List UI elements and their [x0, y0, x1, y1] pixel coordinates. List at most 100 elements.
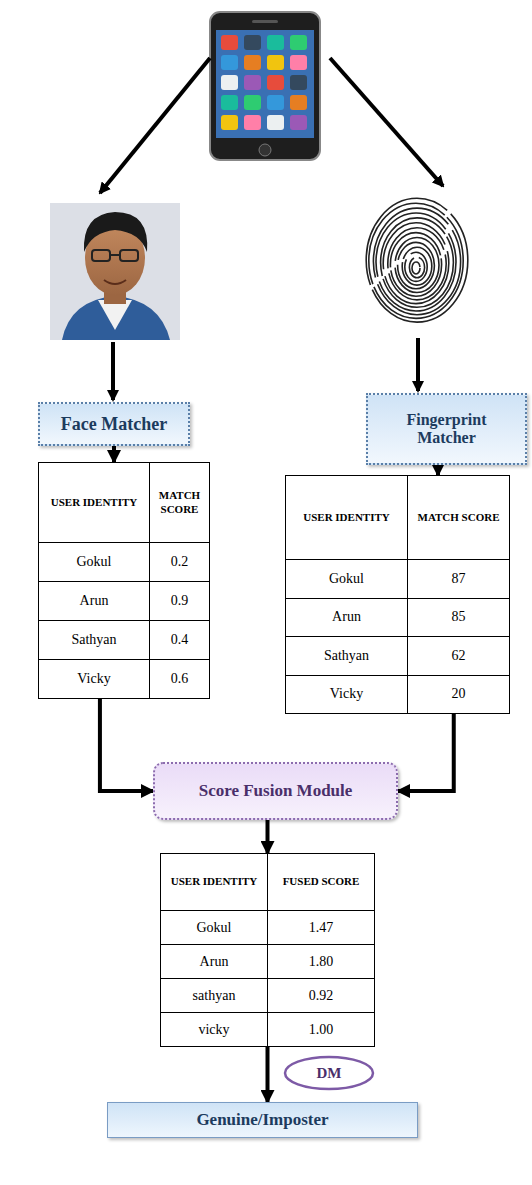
table-cell: Gokul [161, 911, 268, 945]
label-text: Arun [332, 609, 361, 624]
app-icon [290, 35, 307, 50]
label-text: Genuine/Imposter [196, 1110, 328, 1130]
decision-ellipse: DM [283, 1055, 375, 1091]
label-text: Arun [80, 593, 109, 608]
table-cell: Arun [286, 598, 408, 637]
app-icon [267, 95, 284, 110]
table-cell: 0.4 [150, 621, 210, 660]
table-grid: USER IDENTITY FUSED SCORE Gokul 1.47Arun 1.8… [160, 853, 375, 1047]
connector-arrow [266, 1046, 270, 1102]
label-text: MATCH SCORE [418, 511, 500, 523]
table-cell: USER IDENTITY [39, 463, 150, 543]
arrow [111, 342, 115, 400]
label-text: Gokul [329, 571, 364, 586]
phone-illustration [210, 12, 320, 160]
table-cell: 0.6 [150, 660, 210, 699]
table-cell: MATCH SCORE [408, 476, 510, 560]
app-icon [267, 35, 284, 50]
app-icon [267, 115, 284, 130]
app-icon [290, 115, 307, 130]
score-table: USER IDENTITY MATCH SCOREGokul 0.2Arun 0.9S… [38, 462, 210, 698]
label-text: 62 [452, 648, 466, 663]
table-cell: FUSED SCORE [268, 854, 375, 911]
fingerprint-ridge [369, 203, 463, 318]
fingerprint-ridge [373, 208, 460, 315]
fingerprint-ridge [376, 213, 456, 311]
table-cell: 1.80 [268, 945, 375, 979]
table-cell: Vicky [286, 675, 408, 714]
face-photo [50, 203, 180, 340]
fingerprint-ridge [383, 223, 449, 304]
label-text: FUSED SCORE [283, 875, 360, 887]
arrow [100, 58, 210, 193]
table-cell: Sathyan [286, 637, 408, 676]
fingerprint-ridge [398, 242, 435, 288]
table-cell: USER IDENTITY [161, 854, 268, 911]
matcher-box: Fingerprint Matcher [366, 393, 527, 465]
table-grid: USER IDENTITY MATCH SCORE Gokul 87Arun 85Sat… [285, 475, 510, 714]
label-text: Vicky [77, 671, 110, 686]
fingerprint-ridge [409, 257, 424, 278]
table-cell: 85 [408, 598, 510, 637]
app-icon [244, 115, 261, 130]
table-cell: 87 [408, 560, 510, 599]
table-cell: 62 [408, 637, 510, 676]
label-text: 87 [452, 571, 466, 586]
table-cell: 0.9 [150, 582, 210, 621]
table-cell: sathyan [161, 979, 268, 1013]
table-cell: 1.00 [268, 1013, 375, 1047]
table-cell: MATCH SCORE [150, 463, 210, 543]
table-cell: Gokul [39, 543, 150, 582]
label-text: 1.80 [309, 954, 334, 969]
fusion-box: Score Fusion Module [153, 762, 398, 820]
fingerprint-ridge [381, 218, 454, 307]
app-icon [267, 75, 284, 90]
result-box: Genuine/Imposter [107, 1102, 418, 1138]
connector-arrow [112, 446, 116, 462]
app-icon [290, 95, 307, 110]
table-cell: Arun [161, 945, 268, 979]
app-icon [221, 95, 238, 110]
label-text: Sathyan [324, 648, 369, 663]
table-cell: Gokul [286, 560, 408, 599]
table-cell: 1.47 [268, 911, 375, 945]
connector-arrow [436, 465, 440, 475]
score-table: USER IDENTITY MATCH SCORE Gokul 87Arun 85Sat… [285, 475, 510, 713]
label-text: Fingerprint Matcher [376, 411, 517, 447]
label-text: vicky [198, 1022, 229, 1037]
label-text: 0.92 [309, 988, 334, 1003]
fingerprint-ridge [390, 233, 441, 297]
app-icon [221, 35, 238, 50]
table-cell: USER IDENTITY [286, 476, 408, 560]
table-cell: Vicky [39, 660, 150, 699]
fused-score-table: USER IDENTITY FUSED SCORE Gokul 1.47Arun 1.8… [160, 853, 375, 1046]
label-text: 0.6 [171, 671, 189, 686]
arrow [416, 338, 420, 391]
label-text: 1.00 [309, 1022, 334, 1037]
label-text: Face Matcher [61, 414, 167, 435]
label-text: 0.4 [171, 632, 189, 647]
fingerprint-ridge [412, 262, 420, 274]
app-icon [244, 55, 261, 70]
app-icon [267, 55, 284, 70]
arrow [330, 58, 443, 186]
fingerprint-image [366, 198, 468, 322]
label-text: Vicky [330, 686, 363, 701]
table-cell: vicky [161, 1013, 268, 1047]
fingerprint-ridge [395, 238, 439, 293]
label-text: Sathyan [71, 632, 116, 647]
label-text: Arun [200, 954, 229, 969]
app-icon [244, 35, 261, 50]
label-text: DM [317, 1065, 342, 1082]
label-text: USER IDENTITY [171, 875, 258, 887]
label-text: USER IDENTITY [303, 511, 390, 523]
label-text: 0.2 [171, 554, 189, 569]
label-text: USER IDENTITY [51, 496, 138, 508]
matcher-box: Face Matcher [38, 402, 190, 446]
app-icon [244, 95, 261, 110]
table-cell: 0.2 [150, 543, 210, 582]
fingerprint-ridge [405, 252, 427, 281]
app-icon [221, 55, 238, 70]
label-text: Gokul [197, 920, 232, 935]
